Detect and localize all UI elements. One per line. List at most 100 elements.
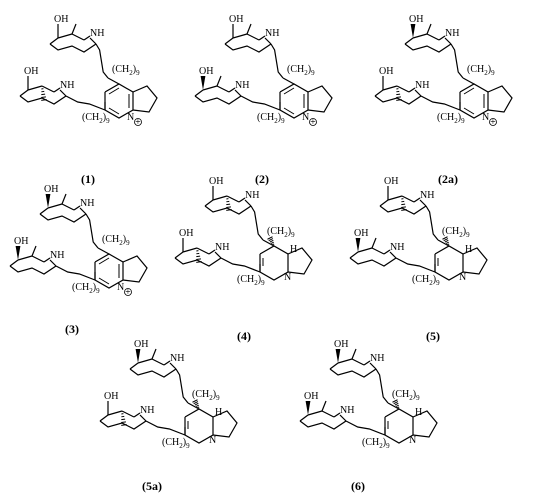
chain-label: (CH2)9	[237, 274, 265, 287]
bond	[387, 402, 400, 410]
bond	[83, 35, 91, 41]
bond	[371, 237, 377, 249]
bond	[414, 89, 422, 97]
nh-label: NH	[245, 190, 259, 201]
bond	[246, 33, 260, 41]
chain-label: (CH2)9	[392, 389, 420, 402]
bond	[169, 362, 177, 370]
bond	[299, 414, 309, 422]
ring-bottom	[9, 265, 57, 275]
ring-bottom	[224, 43, 272, 53]
five-ring	[412, 410, 438, 438]
alkyl-chain: (CH2)9	[250, 205, 295, 241]
ring-bottom	[379, 205, 427, 215]
oh-label: OH	[304, 391, 318, 402]
bond	[151, 358, 165, 366]
alkyl-chain: (CH2)9	[145, 420, 190, 450]
ring-bottom	[39, 213, 87, 223]
nh-label: NH	[80, 198, 94, 209]
chain-label: (CH2)9	[192, 389, 220, 402]
hashed-bond	[196, 250, 202, 263]
five-ring	[287, 247, 313, 275]
n-label: N	[482, 112, 489, 123]
chain-label: (CH2)9	[442, 226, 470, 239]
bond	[137, 358, 153, 364]
bond	[19, 89, 29, 97]
bond	[71, 23, 77, 35]
alkyl-chain: (CH2)9	[95, 43, 140, 79]
bond	[337, 358, 353, 364]
n-label: N	[117, 282, 124, 293]
ring-bottom	[204, 205, 252, 215]
nh-label: NH	[415, 80, 429, 91]
bond	[27, 85, 43, 91]
alkyl-chain: (CH2)9	[420, 95, 465, 125]
indolizinium-ring: N+	[104, 83, 158, 128]
chain-path	[270, 43, 284, 79]
n-label: N	[209, 435, 216, 446]
ring-bottom	[129, 368, 177, 378]
hashed-bond	[121, 413, 127, 426]
compound-caption: (2)	[255, 172, 269, 186]
chain-path	[395, 257, 436, 273]
bond	[73, 205, 81, 211]
piperidine-ring: OH NH	[39, 184, 94, 223]
bond	[321, 400, 327, 412]
bond	[71, 33, 85, 41]
chain-path	[55, 265, 96, 281]
nh-label: NH	[60, 80, 74, 91]
bond	[61, 193, 67, 205]
indolizidine-ring: NH	[184, 399, 238, 446]
compound-caption: (5a)	[142, 479, 162, 493]
ring-bottom	[49, 43, 97, 53]
indolizidine-ring: NH	[434, 236, 488, 283]
alkyl-chain: (CH2)9	[175, 368, 220, 404]
bond	[351, 358, 365, 366]
alkyl-chain: (CH2)9	[375, 368, 420, 404]
hashed-bond	[226, 198, 232, 211]
bond	[226, 195, 240, 203]
nh-label: NH	[340, 405, 354, 416]
plus-charge: +	[490, 117, 496, 128]
bond	[108, 87, 120, 95]
nh-label: NH	[50, 250, 64, 261]
alkyl-chain: (CH2)9	[345, 420, 390, 450]
compound-caption: (3)	[65, 322, 79, 336]
alkyl-chain: (CH2)9	[220, 257, 265, 287]
chain-label: (CH2)9	[362, 437, 390, 450]
bond	[307, 410, 323, 416]
n-label: N	[127, 112, 134, 123]
oh-label: OH	[334, 339, 348, 350]
oh-label: OH	[199, 66, 213, 77]
oh-label: OH	[44, 184, 58, 195]
ring-bottom	[349, 257, 397, 267]
bond	[282, 77, 295, 85]
five-ring	[122, 255, 148, 283]
alkyl-chain: (CH2)9	[425, 205, 470, 241]
n-label: N	[302, 112, 309, 123]
bond	[216, 75, 222, 87]
bond	[194, 89, 204, 97]
alkyl-chain: (CH2)9	[395, 257, 440, 287]
oh-label: OH	[384, 176, 398, 187]
wedge-bond	[410, 24, 416, 38]
bond	[57, 33, 73, 39]
five-ring	[212, 410, 238, 438]
bond	[404, 37, 414, 45]
bond	[387, 195, 403, 201]
chain-path	[420, 95, 461, 111]
wedge-bond	[135, 349, 141, 363]
alkyl-chain: (CH2)9	[85, 213, 130, 249]
bond	[238, 197, 246, 203]
bond	[444, 37, 452, 45]
plus-charge: +	[135, 117, 141, 128]
oh-label: OH	[209, 176, 223, 187]
oh-label: OH	[379, 66, 393, 77]
bond	[408, 87, 416, 93]
